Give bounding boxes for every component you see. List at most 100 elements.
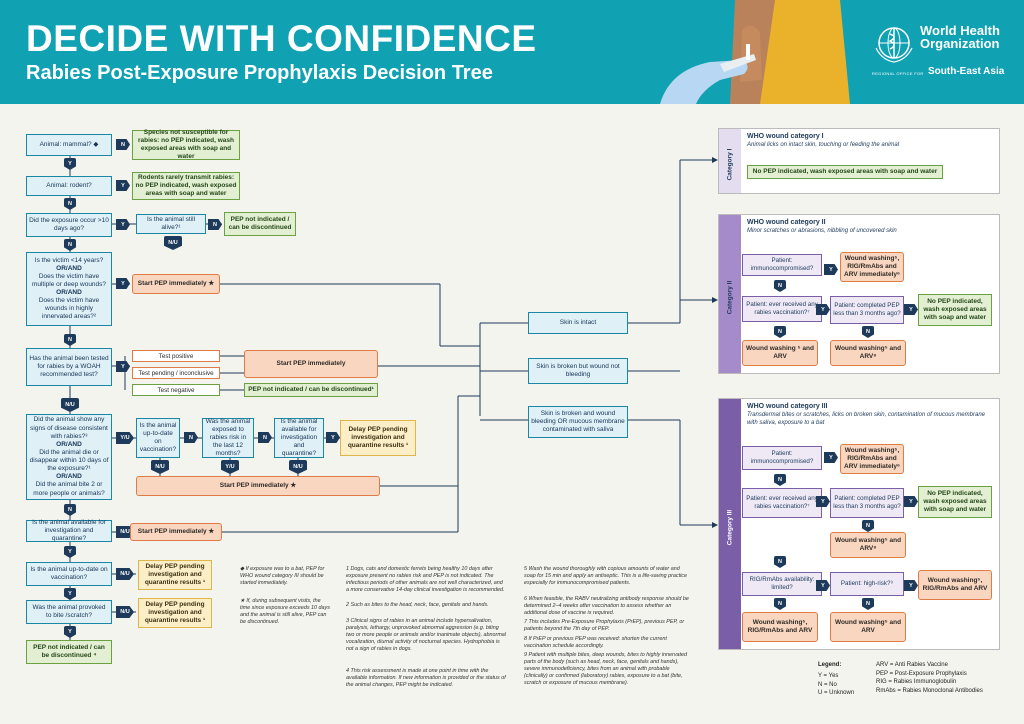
badge-n-u: N/U: [116, 526, 134, 538]
victim-innervated: Does the victim have wounds in highly in…: [38, 297, 100, 321]
result-rodents: Rodents rarely transmit rabies: no PEP i…: [132, 172, 240, 200]
footnote-7: 7 This includes Pre-Exposure Prophylaxis…: [524, 619, 685, 633]
badge-no: N: [184, 432, 198, 443]
cat3-wash-rig-arv-2: Wound washing⁵, RIG/RmAbs and ARV: [918, 570, 992, 600]
category-2-label: Category II: [726, 280, 734, 315]
legend-y: Y = Yes: [818, 673, 839, 679]
badge-yes: Y: [64, 626, 76, 638]
badge-no: N: [774, 474, 786, 486]
category-3-desc: Transdermal bites or scratches, licks on…: [747, 412, 985, 426]
cat3-question-received-vaccine: Patient: ever received any rabies vaccin…: [742, 488, 822, 518]
cat3-question-immunocompromised: Patient: immunocompromised?: [742, 446, 822, 470]
footnote-9: 9 Patient with multiple bites, deep woun…: [524, 652, 688, 687]
badge-no: N: [774, 280, 786, 292]
badge-n-u: N/U: [289, 460, 307, 474]
badge-no: N: [774, 598, 786, 610]
question-rodent: Animal: rodent?: [26, 176, 112, 196]
action-start-pep-2: Start PEP immediately: [244, 350, 378, 378]
footnote-6: 6 When feasible, the RABV neutralizing a…: [524, 596, 689, 617]
badge-n-u: N/U: [164, 236, 182, 250]
badge-no: N: [64, 198, 76, 210]
test-negative: Test negative: [132, 384, 220, 396]
legend-left: Y = Yes N = No U = Unknown: [818, 672, 854, 698]
or-and: OR/AND: [56, 473, 82, 481]
badge-yes: Y: [904, 496, 918, 507]
skin-bleeding: Skin is broken and wound bleeding OR muc…: [528, 406, 628, 438]
legend-pep: PEP = Post-Exposure Prophylaxis: [876, 670, 967, 677]
page-title: DECIDE WITH CONFIDENCE: [26, 18, 537, 59]
badge-n-u: N/U: [116, 568, 134, 580]
footnote-3: 3 Clinical signs of rabies in an animal …: [346, 618, 507, 653]
who-emblem-icon: [875, 27, 913, 63]
or-and: OR/AND: [56, 289, 82, 296]
die-or-disappear: Did the animal die or disappear within 1…: [29, 448, 109, 473]
question-signs: Did the animal show any signs of disease…: [26, 414, 112, 500]
footnote-star: ★ If, during subsequent visits, the time…: [240, 598, 330, 626]
badge-n-u: N/U: [61, 398, 79, 412]
action-delay-pep-3: Delay PEP pending investigation and quar…: [138, 598, 212, 628]
badge-yes: Y: [116, 278, 130, 289]
cat3-wash-arv-mid: Wound washing⁵ and ARV⁸: [830, 532, 906, 558]
who-region-prefix: REGIONAL OFFICE FOR: [872, 71, 924, 76]
question-mammal: Animal: mammal? ◆: [26, 134, 112, 156]
legend-u: U = Unknown: [818, 690, 855, 697]
badge-yes: Y: [64, 158, 76, 170]
or-and: OR/AND: [56, 440, 82, 448]
question-still-alive: Is the animal still alive?¹: [136, 214, 206, 234]
badge-no: N: [64, 504, 76, 516]
badge-no: N: [64, 239, 76, 251]
badge-no: N: [862, 520, 874, 532]
badge-yes: Y: [824, 452, 838, 463]
signs-of-rabies: Did the animal show any signs of disease…: [30, 416, 108, 440]
legend-right: ARV = Anti Rabies Vaccine PEP = Post-Exp…: [876, 661, 983, 696]
category-3-side: Category III: [719, 399, 741, 649]
cat2-no-pep: No PEP indicated, wash exposed areas wit…: [918, 294, 992, 326]
badge-yes: Y: [824, 264, 838, 275]
legend-rmabs: RmAbs = Rabies Monoclonal Antibodies: [876, 688, 983, 695]
badge-yes: Y: [816, 580, 830, 591]
cat2-question-received-vaccine: Patient: ever received any rabies vaccin…: [742, 296, 822, 322]
victim-deep-wounds: Does the victim have multiple or deep wo…: [31, 272, 107, 288]
category-3-label: Category III: [726, 509, 734, 546]
question-tested: Has the animal been tested for rabies by…: [26, 348, 112, 386]
action-delay-pep-1: Delay PEP pending investigation and quar…: [340, 420, 416, 456]
action-start-pep-4: Start PEP immediately ★: [130, 523, 222, 541]
footnote-1: 1 Dogs, cats and domestic ferrets being …: [346, 566, 505, 594]
category-3-title: WHO wound category III: [747, 403, 828, 410]
category-3-panel: Category III WHO wound category III Tran…: [718, 398, 1000, 650]
test-positive: Test positive: [132, 350, 220, 362]
badge-yes: Y: [116, 361, 130, 372]
cat3-wash-rig-arv-bottom: Wound washing⁵, RIG/RmAbs and ARV: [742, 612, 818, 642]
category-1-desc: Animal licks on intact skin, touching or…: [747, 142, 900, 148]
header-banner: [0, 0, 1024, 104]
badge-yes: Y: [904, 304, 918, 315]
category-1-title: WHO wound category I: [747, 133, 824, 140]
or-and: OR/AND: [56, 264, 82, 272]
category-2-title: WHO wound category II: [747, 219, 826, 226]
victim-under-14: Is the victim <14 years?: [34, 256, 104, 264]
vaccination-illustration: [660, 0, 850, 104]
cat3-no-pep: No PEP indicated, wash exposed areas wit…: [918, 486, 992, 518]
cat2-wash-arv-1: Wound washing ⁵ and ARV: [742, 340, 818, 366]
badge-no: N: [774, 326, 786, 338]
cat2-question-immunocompromised: Patient: immunocompromised?: [742, 254, 822, 276]
question-provoked: Was the animal provoked to bite /scratch…: [26, 600, 112, 624]
bit-2-or-more: Did the animal bite 2 or more people or …: [33, 481, 105, 497]
who-region: South-East Asia: [928, 66, 1005, 77]
cat3-question-rig-availability: RIG/RmAbs availability: limited?: [742, 572, 822, 596]
badge-no: N: [862, 326, 874, 338]
badge-no: N: [774, 556, 786, 568]
result-pep-not-indicated-3: PEP not indicated / can be discontinued …: [26, 640, 112, 664]
cat2-question-completed-pep: Patient: completed PEP less than 3 month…: [830, 296, 904, 324]
result-pep-not-indicated: PEP not indicated / can be discontinued: [224, 212, 296, 236]
badge-yes: Y: [116, 180, 130, 191]
badge-no: N: [862, 598, 874, 610]
badge-yes: Y: [904, 580, 918, 591]
question-available-2: Is the animal available for investigatio…: [26, 519, 112, 542]
cat3-question-high-risk: Patient: high-risk?⁹: [830, 572, 904, 596]
legend-title: Legend:: [818, 662, 842, 668]
result-pep-not-indicated-2: PEP not indicated / can be discontinued¹: [244, 383, 378, 397]
legend-arv: ARV = Anti Rabies Vaccine: [876, 662, 948, 668]
footnote-bat: ◆ If exposure was to a bat, PEP for WHO …: [240, 566, 325, 587]
